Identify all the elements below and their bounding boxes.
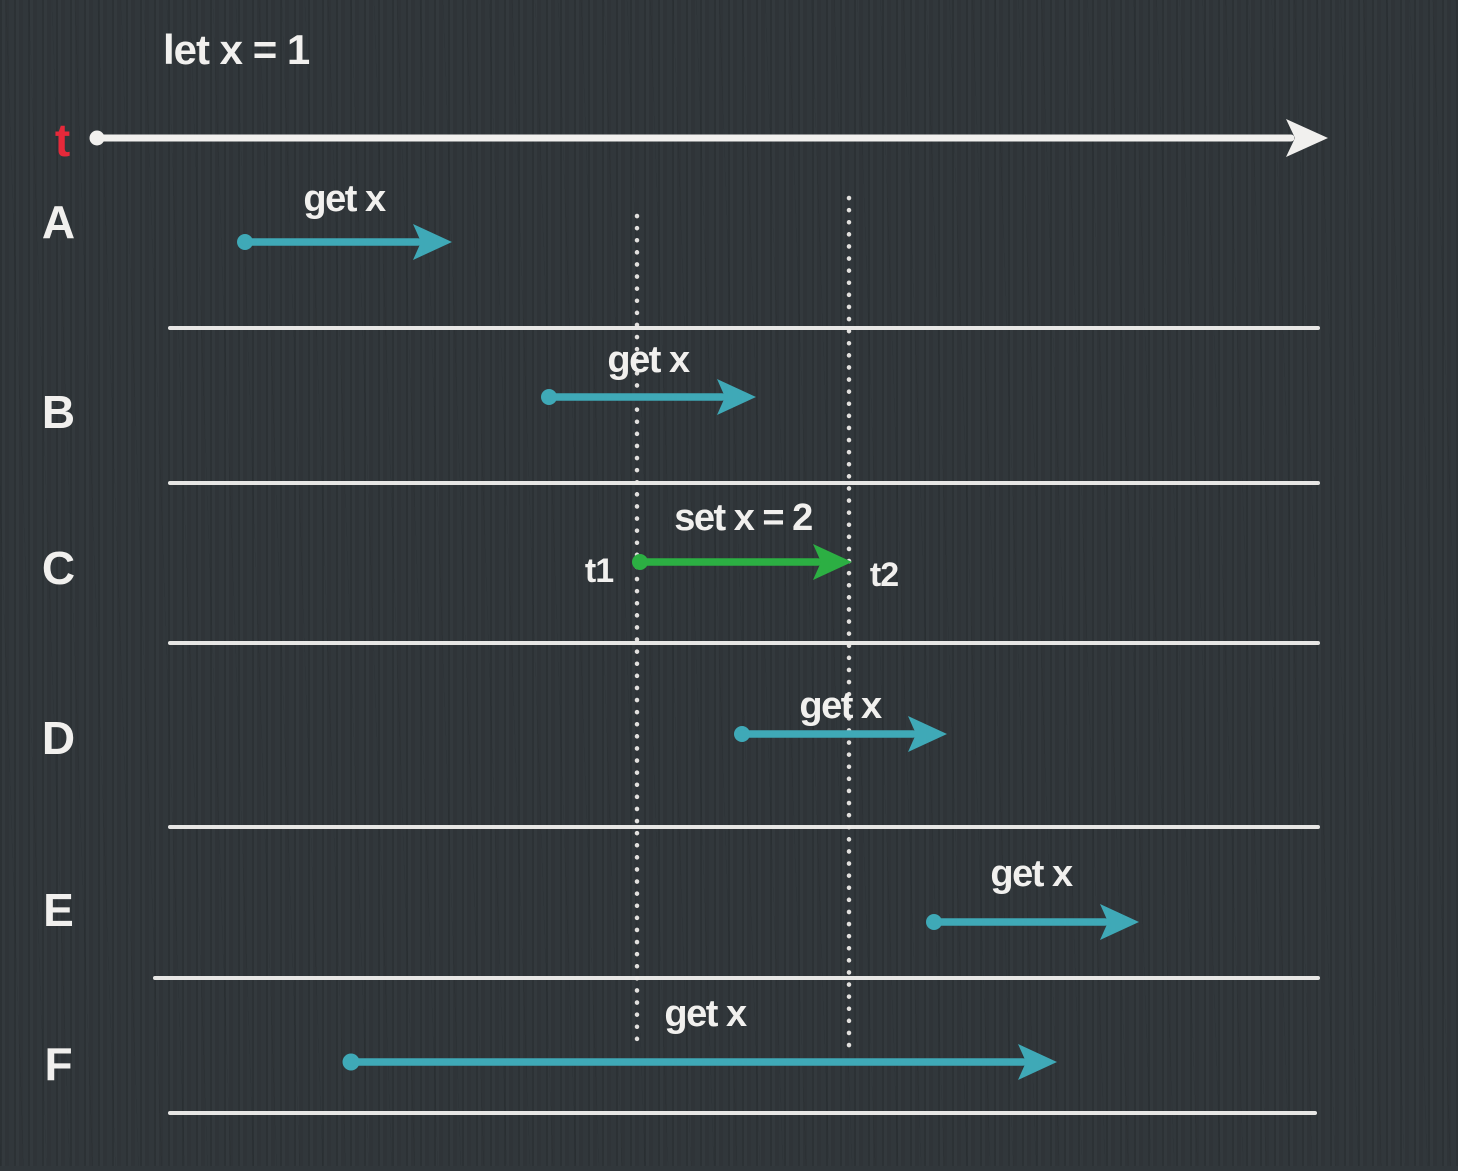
t1-marker-label: t1 [585, 552, 613, 590]
row-f-arrowhead-icon [1018, 1044, 1057, 1080]
row-d-arrowhead-icon [908, 716, 947, 752]
row-d-label: D [42, 712, 74, 764]
time-axis [89, 119, 1328, 157]
row-b-op-label: get x [607, 339, 690, 381]
row-f-get-arrow [342, 1044, 1057, 1080]
text-layer: let x = 1 A B C D E F get x get x set x … [42, 26, 1075, 1090]
init-statement-label: let x = 1 [163, 26, 310, 73]
row-a-get-arrow [237, 224, 452, 260]
row-b-get-arrow [541, 379, 756, 415]
time-axis-arrowhead-icon [1286, 119, 1328, 157]
row-separator-lines [153, 326, 1320, 1115]
time-axis-label: t [55, 114, 70, 166]
row-a-op-label: get x [303, 178, 386, 220]
row-b-arrowhead-icon [717, 379, 756, 415]
row-e-arrowhead-icon [1100, 904, 1139, 940]
row-c-arrowhead-icon [813, 544, 852, 580]
row-e-get-arrow [926, 904, 1139, 940]
time-axis-label-wrap: t [55, 114, 71, 166]
row-c-set-arrow [632, 544, 852, 580]
t2-marker-label: t2 [870, 556, 898, 594]
row-b-label: B [42, 386, 74, 438]
row-f-op-label: get x [664, 993, 747, 1035]
row-c-op-label: set x = 2 [674, 497, 812, 539]
row-e-op-label: get x [990, 853, 1073, 895]
row-c-label: C [42, 542, 74, 594]
row-a-label: A [42, 196, 74, 248]
row-e-label: E [43, 884, 73, 936]
guide-lines [634, 195, 852, 1056]
row-d-op-label: get x [799, 685, 882, 727]
row-a-arrowhead-icon [413, 224, 452, 260]
row-f-label: F [44, 1038, 71, 1090]
get-arrows [237, 224, 1139, 1080]
row-d-get-arrow [734, 716, 947, 752]
